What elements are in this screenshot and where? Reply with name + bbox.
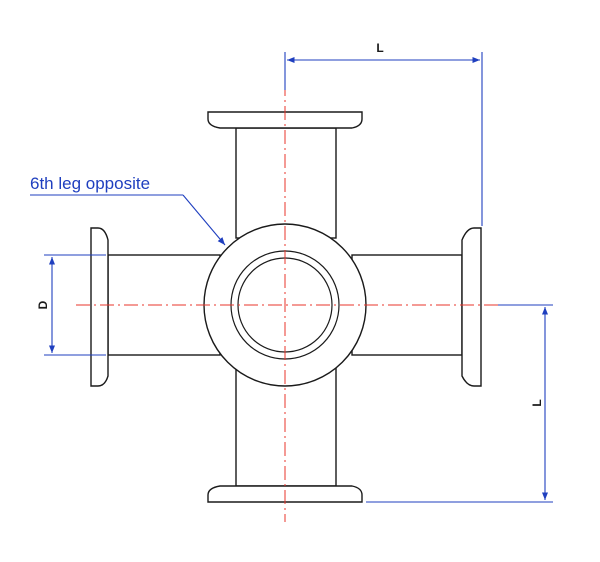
top-length-dimension: L — [284, 41, 483, 226]
left-leg — [90, 227, 221, 387]
top-length-label: L — [376, 41, 383, 55]
callout-text: 6th leg opposite — [30, 174, 150, 193]
diameter-label: D — [36, 300, 50, 309]
bottom-leg — [207, 359, 363, 503]
right-length-label: L — [530, 399, 544, 406]
right-length-dimension: L — [366, 304, 553, 503]
diameter-dimension: D — [36, 254, 106, 356]
sixth-leg-callout: 6th leg opposite — [30, 174, 226, 246]
right-leg — [351, 227, 482, 387]
